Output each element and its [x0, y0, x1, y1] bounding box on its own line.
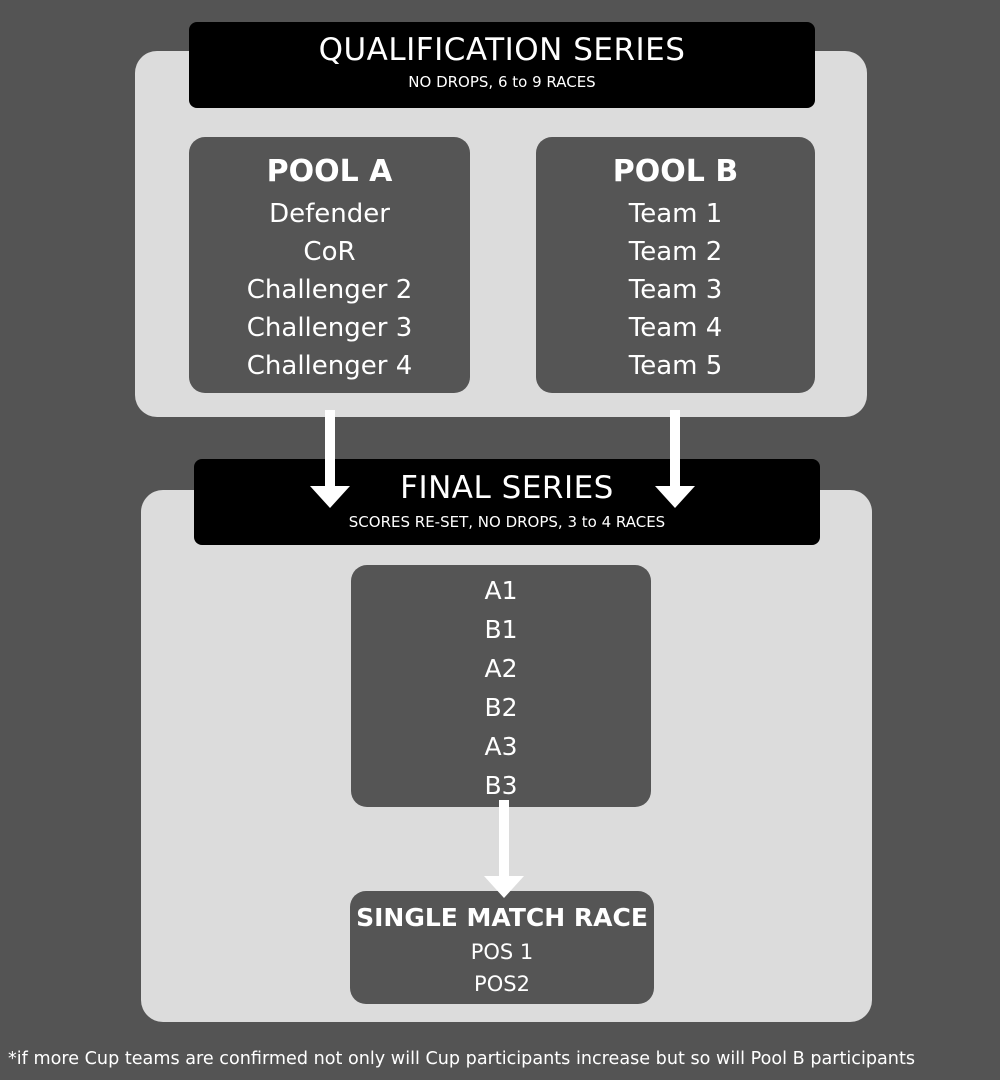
pool-a-title: POOL A	[266, 154, 393, 189]
pool-a-to-final-arrow-icon	[310, 410, 350, 508]
final-banner: FINAL SERIES SCORES RE-SET, NO DROPS, 3 …	[194, 459, 820, 545]
pool-a-team-list: Defender CoR Challenger 2 Challenger 3 C…	[189, 195, 470, 385]
final-entrant: B3	[484, 771, 518, 800]
pool-a-team: Challenger 4	[246, 351, 413, 381]
final-entrants-box: A1 B1 A2 B2 A3 B3	[351, 565, 651, 807]
final-to-match-race-arrow-icon	[484, 800, 524, 898]
pool-a-team: Challenger 2	[246, 275, 413, 305]
pool-b-team: Team 1	[628, 199, 723, 229]
pool-b-title: POOL B	[612, 154, 739, 189]
pool-a-box: POOL A Defender CoR Challenger 2 Challen…	[189, 137, 470, 393]
pool-a-team: CoR	[303, 237, 356, 267]
pool-b-team: Team 2	[628, 237, 723, 267]
pool-b-team: Team 4	[628, 313, 723, 343]
qualification-title: QUALIFICATION SERIES	[318, 32, 686, 68]
final-entrant: B2	[484, 693, 518, 722]
pool-a-team: Defender	[269, 199, 390, 229]
match-race-title: SINGLE MATCH RACE	[356, 903, 648, 932]
final-entrant: B1	[484, 615, 518, 644]
pool-b-to-final-arrow-icon	[655, 410, 695, 508]
match-race-position: POS 1	[470, 940, 534, 964]
pool-b-team: Team 3	[628, 275, 723, 305]
pool-b-box: POOL B Team 1 Team 2 Team 3 Team 4 Team …	[536, 137, 815, 393]
qualification-banner: QUALIFICATION SERIES NO DROPS, 6 to 9 RA…	[189, 22, 815, 108]
final-subtitle: SCORES RE-SET, NO DROPS, 3 to 4 RACES	[348, 513, 666, 531]
pool-a-team: Challenger 3	[246, 313, 413, 343]
match-race-box: SINGLE MATCH RACE POS 1 POS2	[350, 891, 654, 1004]
pool-b-team: Team 5	[628, 351, 723, 381]
pool-b-team-list: Team 1 Team 2 Team 3 Team 4 Team 5	[536, 195, 815, 385]
final-title: FINAL SERIES	[400, 470, 614, 506]
footnote: *if more Cup teams are confirmed not onl…	[8, 1049, 916, 1069]
final-entrant: A3	[484, 732, 518, 761]
match-race-position: POS2	[474, 972, 530, 996]
qualification-subtitle: NO DROPS, 6 to 9 RACES	[408, 73, 596, 91]
match-race-position-list: POS 1 POS2	[350, 936, 654, 1000]
final-entrant: A2	[484, 654, 518, 683]
final-entrant-list: A1 B1 A2 B2 A3 B3	[351, 565, 651, 805]
final-entrant: A1	[484, 576, 518, 605]
